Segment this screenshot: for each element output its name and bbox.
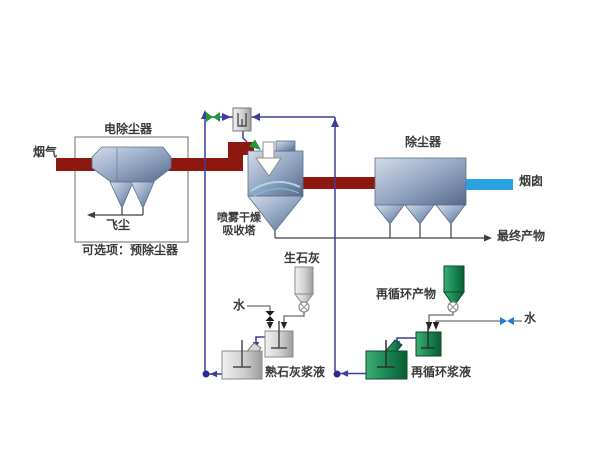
label-slaked-lime-slurry: 熟石灰浆液 xyxy=(265,365,326,379)
down-arrow-icon xyxy=(266,322,274,329)
label-fly-ash: 飞尘 xyxy=(106,218,131,232)
left-arrow-icon xyxy=(340,370,348,377)
label-spray-absorber-line2: 吸收塔 xyxy=(222,224,256,237)
fly-ash-line xyxy=(87,208,144,219)
down-arrow-icon xyxy=(425,322,433,330)
label-final-product: 最终产物 xyxy=(497,229,546,243)
junction-dot-left xyxy=(202,370,210,378)
recycle-product-silo xyxy=(443,265,465,313)
recycle-mix-tank xyxy=(415,323,442,357)
green-valve-icon xyxy=(213,112,220,122)
left-arrow-icon xyxy=(210,370,217,378)
lime-mix-tank xyxy=(264,321,294,358)
stack-duct xyxy=(466,179,513,190)
label-recycle-product: 再循环产物 xyxy=(376,287,437,301)
spray-arc xyxy=(250,180,301,192)
recycle-water-feed-right xyxy=(428,312,522,322)
esp-boundary-box xyxy=(74,136,189,243)
slaked-lime-slurry-tank xyxy=(221,340,263,380)
up-arrow-icon xyxy=(331,118,339,127)
final-product-line xyxy=(274,224,492,242)
label-optional-precollector: 可选项：预除尘器 xyxy=(82,243,179,257)
label-esp: 电除尘器 xyxy=(104,122,153,136)
green-valve-icon xyxy=(206,112,213,122)
label-dust-collector: 除尘器 xyxy=(405,135,442,149)
label-flue-gas: 烟气 xyxy=(33,145,58,159)
down-arrow-icon xyxy=(432,322,440,330)
water-valve-right-icon xyxy=(500,317,507,325)
junction-dot-right xyxy=(333,370,341,378)
left-arrow-icon xyxy=(252,113,260,121)
spray-nozzle xyxy=(255,141,282,177)
rotary-valve-icon xyxy=(298,301,310,313)
quicklime-silo xyxy=(294,266,314,313)
flow-arrow-icon xyxy=(87,211,95,219)
tank-transfer-left xyxy=(255,336,265,342)
water-valve-left-icon xyxy=(265,311,275,316)
tank-transfer-right xyxy=(396,337,416,341)
spray-arc xyxy=(253,188,300,197)
label-water-left: 水 xyxy=(233,298,246,312)
rotary-valve-icon xyxy=(447,301,459,313)
esp-vessel xyxy=(91,146,172,209)
label-stack: 烟囱 xyxy=(519,174,544,188)
water-valve-left-icon xyxy=(265,316,275,321)
atomizer-feed-box xyxy=(232,107,252,132)
water-valve-right-icon xyxy=(507,317,514,325)
green-arrow-icon xyxy=(249,139,261,150)
label-quicklime: 生石灰 xyxy=(284,251,321,265)
label-spray-absorber-line1: 喷雾干燥 xyxy=(217,211,261,224)
lime-water-feed-left xyxy=(247,305,305,322)
flow-arrow-icon xyxy=(484,234,492,242)
label-spray-absorber: 喷雾干燥 吸收塔 xyxy=(211,211,267,237)
label-recycle-slurry: 再循环浆液 xyxy=(411,365,472,379)
recycle-slurry-tank xyxy=(365,340,408,380)
down-arrow-icon xyxy=(280,322,288,329)
spray-absorber-vessel xyxy=(247,140,304,232)
dust-collector-vessel xyxy=(374,157,467,225)
label-water-right: 水 xyxy=(524,311,537,325)
right-arrow-icon xyxy=(222,113,231,121)
